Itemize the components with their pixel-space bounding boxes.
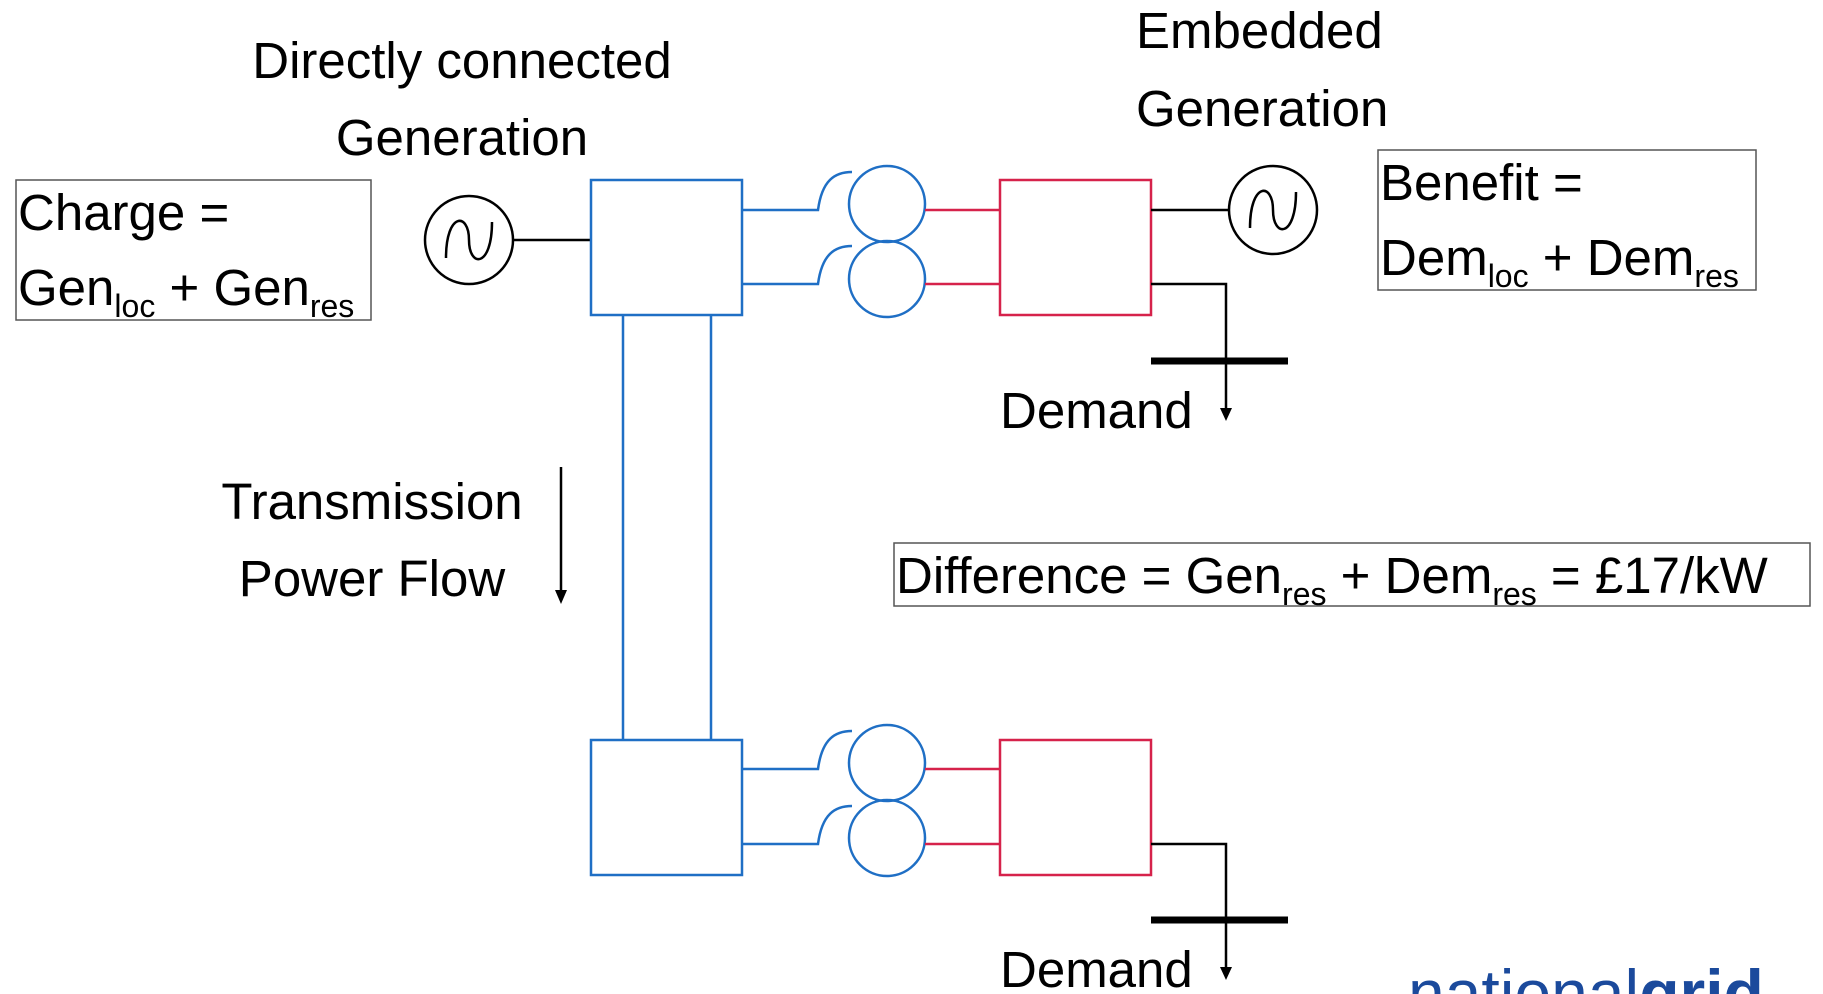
bottom-demand-connection: [1151, 842, 1288, 980]
charge-box-formula: Genloc + Genres: [18, 259, 354, 324]
transmission-flow-label-line1: Transmission: [221, 473, 522, 530]
benefit-box: Benefit = Demloc + Demres: [1377, 149, 1757, 294]
top-demand-label: Demand: [1000, 382, 1193, 439]
directly-connected-label-line2: Generation: [336, 109, 588, 166]
top-transformer-icons: [742, 164, 1000, 319]
top-distribution-substation: [998, 178, 1153, 317]
top-transmission-substation: [589, 178, 744, 317]
difference-formula: Difference = Genres + Demres = £17/kW: [896, 547, 1768, 612]
national-grid-logo: nationalgrid: [1408, 956, 1764, 994]
embedded-generator-icon: [1227, 164, 1319, 256]
charge-box-title: Charge =: [18, 184, 229, 241]
embedded-generation-label-line2: Generation: [1136, 80, 1388, 137]
bottom-distribution-substation: [998, 738, 1153, 877]
charge-box: Charge = Genloc + Genres: [15, 179, 372, 324]
power-flow-arrow-icon: [555, 467, 567, 604]
directly-connected-label-line1: Directly connected: [252, 32, 672, 89]
bottom-transmission-substation: [589, 738, 744, 877]
difference-box: Difference = Genres + Demres = £17/kW: [893, 542, 1811, 612]
transmission-flow-label-line2: Power Flow: [239, 550, 506, 607]
embedded-generation-label-line1: Embedded: [1136, 2, 1383, 59]
directly-connected-generator-icon: [423, 194, 515, 286]
top-demand-arrow-icon: [1220, 408, 1232, 421]
benefit-box-formula: Demloc + Demres: [1380, 229, 1739, 294]
bottom-demand-label: Demand: [1000, 941, 1193, 994]
bottom-transformer-icons: [742, 723, 1000, 878]
top-demand-connection: [1151, 282, 1288, 421]
benefit-box-title: Benefit =: [1380, 154, 1583, 211]
bottom-demand-arrow-icon: [1220, 967, 1232, 980]
transmission-lines: [621, 315, 713, 740]
